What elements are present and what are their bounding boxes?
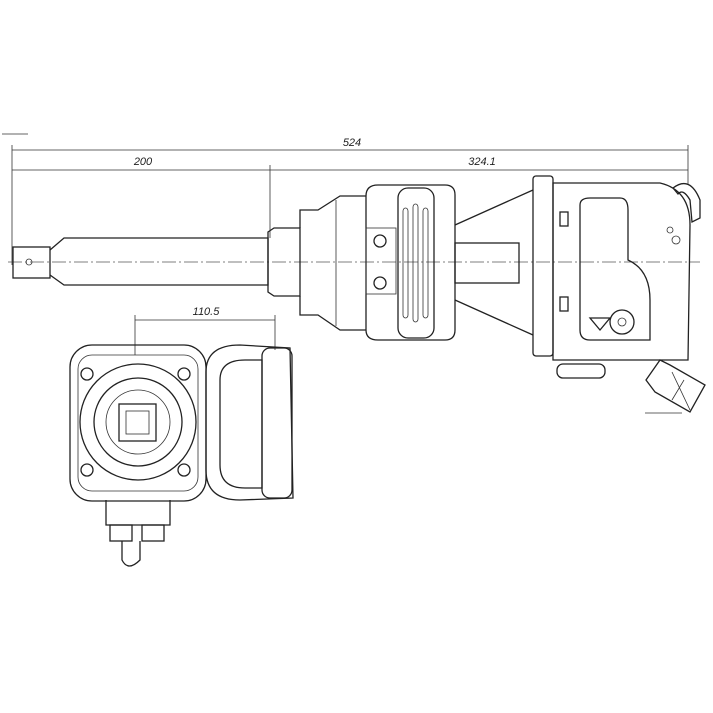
side-lug xyxy=(556,363,606,379)
dimension-label-524: 524 xyxy=(342,137,362,149)
square-drive-end xyxy=(118,403,157,442)
motor-cone xyxy=(454,189,534,336)
bolt-icon xyxy=(80,367,94,381)
grip-ring xyxy=(397,187,435,339)
bottom-inlet xyxy=(105,500,171,526)
clutch-housing xyxy=(365,184,456,341)
dimension-overall xyxy=(11,145,689,265)
flange xyxy=(532,175,554,357)
inlet-fitting xyxy=(121,541,141,567)
retainer-pin-icon xyxy=(25,258,33,266)
rear-handle xyxy=(205,344,294,501)
screw-icon xyxy=(373,234,387,248)
reverse-valve-icon xyxy=(609,309,635,335)
dimension-label-200: 200 xyxy=(133,156,153,168)
bolt-icon xyxy=(177,367,191,381)
extended-anvil xyxy=(49,237,269,286)
dimension-label-324-1: 324.1 xyxy=(468,156,496,168)
hanger xyxy=(672,182,701,224)
dimension-label-110-5: 110.5 xyxy=(192,306,220,318)
trigger xyxy=(588,317,612,332)
side-view xyxy=(12,175,706,414)
screw-icon xyxy=(373,276,387,290)
bolt-icon xyxy=(177,463,191,477)
square-drive xyxy=(12,246,51,279)
motor-housing-handle xyxy=(552,182,691,361)
air-inlet xyxy=(645,359,706,413)
rear-view xyxy=(69,315,294,567)
bolt-icon xyxy=(80,463,94,477)
dimension-anvil xyxy=(12,165,688,238)
bolt-icon xyxy=(559,211,569,227)
bolt-icon xyxy=(559,296,569,312)
handle-cutout xyxy=(579,197,651,341)
